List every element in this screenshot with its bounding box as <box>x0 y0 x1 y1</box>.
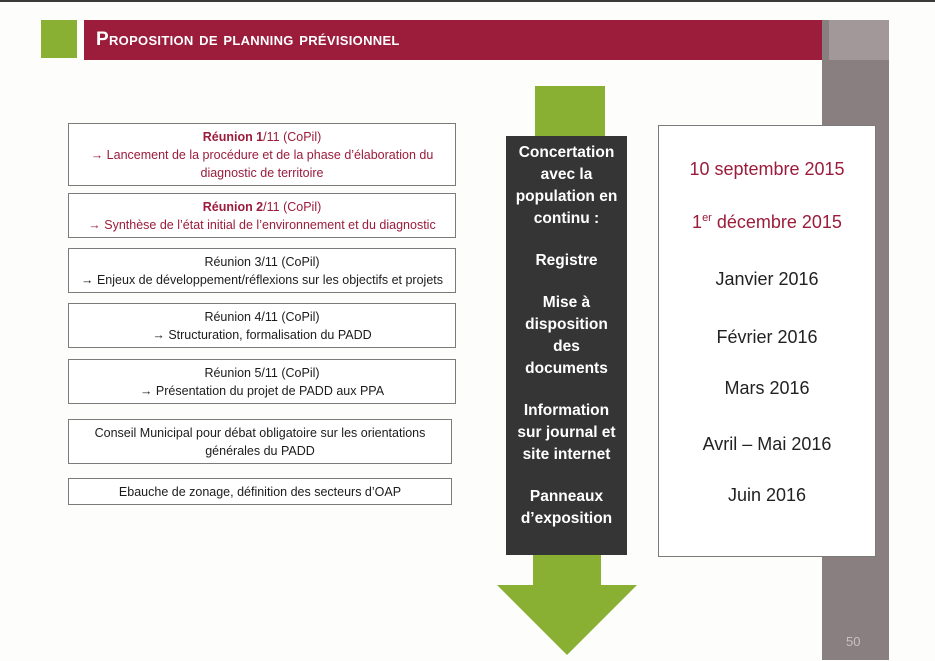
meeting-5-title: Réunion 5/11 (CoPil) <box>204 365 320 380</box>
meeting-3-detail: → Enjeux de développement/réflexions sur… <box>81 272 443 287</box>
concertation-item-3: Information sur journal et site internet <box>517 402 616 463</box>
council-detail: Conseil Municipal pour débat obligatoire… <box>94 425 426 458</box>
meeting-4-detail: → Structuration, formalisation du PADD <box>152 327 372 342</box>
dates-box: 10 septembre 2015 1er décembre 2015 Janv… <box>658 125 876 557</box>
meeting-1-detail: → Lancement de la procédure et de la pha… <box>90 147 434 180</box>
arrow-down-icon <box>497 555 637 655</box>
concertation-column: Concertation avec la population en conti… <box>506 136 627 555</box>
arrow-top-green <box>535 86 605 136</box>
date-2-rest: décembre 2015 <box>711 212 842 232</box>
meeting-1-title-rest: /11 (CoPil) <box>263 129 322 144</box>
date-4: Février 2016 <box>716 327 818 347</box>
date-6: Avril – Mai 2016 <box>702 434 832 454</box>
top-rule <box>0 0 935 2</box>
zoning-box: Ebauche de zonage, définition des secteu… <box>68 478 452 505</box>
meeting-box-3: Réunion 3/11 (CoPil) → Enjeux de dévelop… <box>68 248 456 293</box>
concertation-intro: Concertation avec la population en conti… <box>515 144 618 227</box>
concertation-item-2: Mise à disposition des documents <box>525 294 608 377</box>
meeting-5-detail: → Présentation du projet de PADD aux PPA <box>139 383 385 398</box>
slide-title: Proposition de planning prévisionnel <box>84 20 829 60</box>
date-2: 1er décembre 2015 <box>659 212 875 233</box>
page-number: 50 <box>846 634 861 649</box>
date-3: Janvier 2016 <box>715 269 819 289</box>
meeting-2-detail: → Synthèse de l’état initial de l’enviro… <box>88 217 436 232</box>
concertation-item-4: Panneaux d’exposition <box>520 488 613 527</box>
concertation-item-1: Registre <box>535 252 598 269</box>
council-box: Conseil Municipal pour débat obligatoire… <box>68 419 452 464</box>
title-accent-square <box>41 20 77 58</box>
date-7: Juin 2016 <box>727 485 807 505</box>
meeting-box-1: Réunion 1/11 (CoPil) → Lancement de la p… <box>68 123 456 186</box>
meeting-box-5: Réunion 5/11 (CoPil) → Présentation du p… <box>68 359 456 404</box>
date-5: Mars 2016 <box>724 378 810 398</box>
date-2-ordinal: er <box>702 212 712 224</box>
zoning-detail: Ebauche de zonage, définition des secteu… <box>118 484 402 499</box>
meeting-4-title: Réunion 4/11 (CoPil) <box>204 309 320 324</box>
meeting-box-4: Réunion 4/11 (CoPil) → Structuration, fo… <box>68 303 456 348</box>
date-2-day: 1 <box>692 212 703 232</box>
date-1: 10 septembre 2015 <box>689 159 845 179</box>
meeting-3-title: Réunion 3/11 (CoPil) <box>204 254 320 269</box>
meeting-2-title: Réunion 2 <box>202 199 264 214</box>
right-decor-bar-top <box>829 20 889 60</box>
meeting-2-title-rest: /11 (CoPil) <box>263 199 322 214</box>
meeting-1-title: Réunion 1 <box>202 129 264 144</box>
meeting-box-2: Réunion 2/11 (CoPil) → Synthèse de l’éta… <box>68 193 456 238</box>
